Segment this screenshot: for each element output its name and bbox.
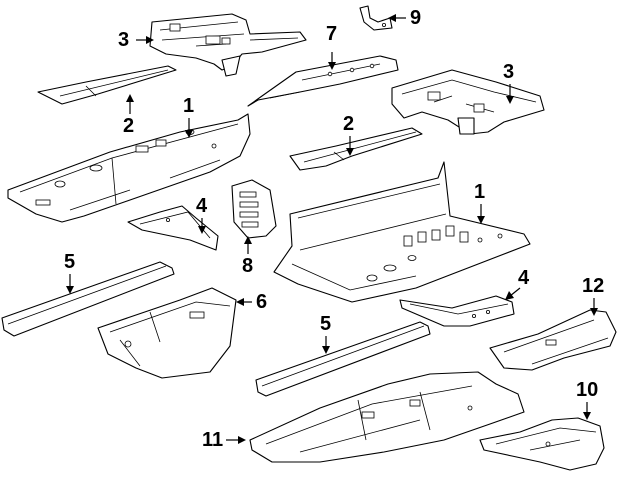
- mount-bracket-part[interactable]: [359, 5, 393, 31]
- sill-rail-upper-right-part[interactable]: [289, 127, 423, 171]
- rocker-reinforcement-left-part[interactable]: [1, 261, 175, 337]
- seat-bracket-part[interactable]: [231, 179, 277, 239]
- callout-rear-side-extension: 12: [582, 275, 605, 297]
- rear-reinforcement-panel-part[interactable]: [97, 287, 237, 379]
- callout-mount-bracket: 9: [410, 7, 422, 29]
- callout-rear-floor-pan: 1: [474, 181, 486, 203]
- callout-crossmember-left: 4: [196, 195, 208, 217]
- crossmember-right-part[interactable]: [399, 295, 515, 327]
- callout-sill-rail-upper-left: 2: [123, 115, 135, 137]
- leader-lines: [66, 14, 598, 444]
- rocker-reinforcement-center-part[interactable]: [255, 321, 431, 397]
- callout-rocker-reinf-center: 5: [320, 313, 332, 335]
- callout-rocker-reinf-left: 5: [64, 251, 76, 273]
- rear-shield-part[interactable]: [479, 417, 605, 471]
- callout-frame-rail-rear-right: 3: [503, 61, 515, 83]
- callout-underbody-shield: 11: [202, 429, 224, 451]
- underbody-shield-part[interactable]: [249, 371, 525, 463]
- callout-sill-rail-upper-right: 2: [343, 113, 355, 135]
- sill-rail-upper-left-part[interactable]: [37, 65, 177, 105]
- rear-floor-pan-part[interactable]: [273, 161, 531, 303]
- frame-rail-rear-right-part[interactable]: [391, 69, 545, 135]
- callout-front-floor-pan: 1: [183, 95, 195, 117]
- frame-rail-rear-left-part[interactable]: [149, 13, 307, 77]
- callout-rear-reinf-panel: 6: [256, 291, 268, 313]
- callout-floor-bracket-top: 7: [326, 23, 338, 45]
- callout-crossmember-right: 4: [518, 267, 530, 289]
- callout-frame-rail-rear-left: 3: [118, 29, 130, 51]
- callout-seat-bracket: 8: [242, 255, 254, 277]
- rear-side-extension-part[interactable]: [489, 309, 617, 371]
- floor-bracket-top-part[interactable]: [247, 55, 399, 107]
- callout-rear-shield: 10: [576, 379, 599, 401]
